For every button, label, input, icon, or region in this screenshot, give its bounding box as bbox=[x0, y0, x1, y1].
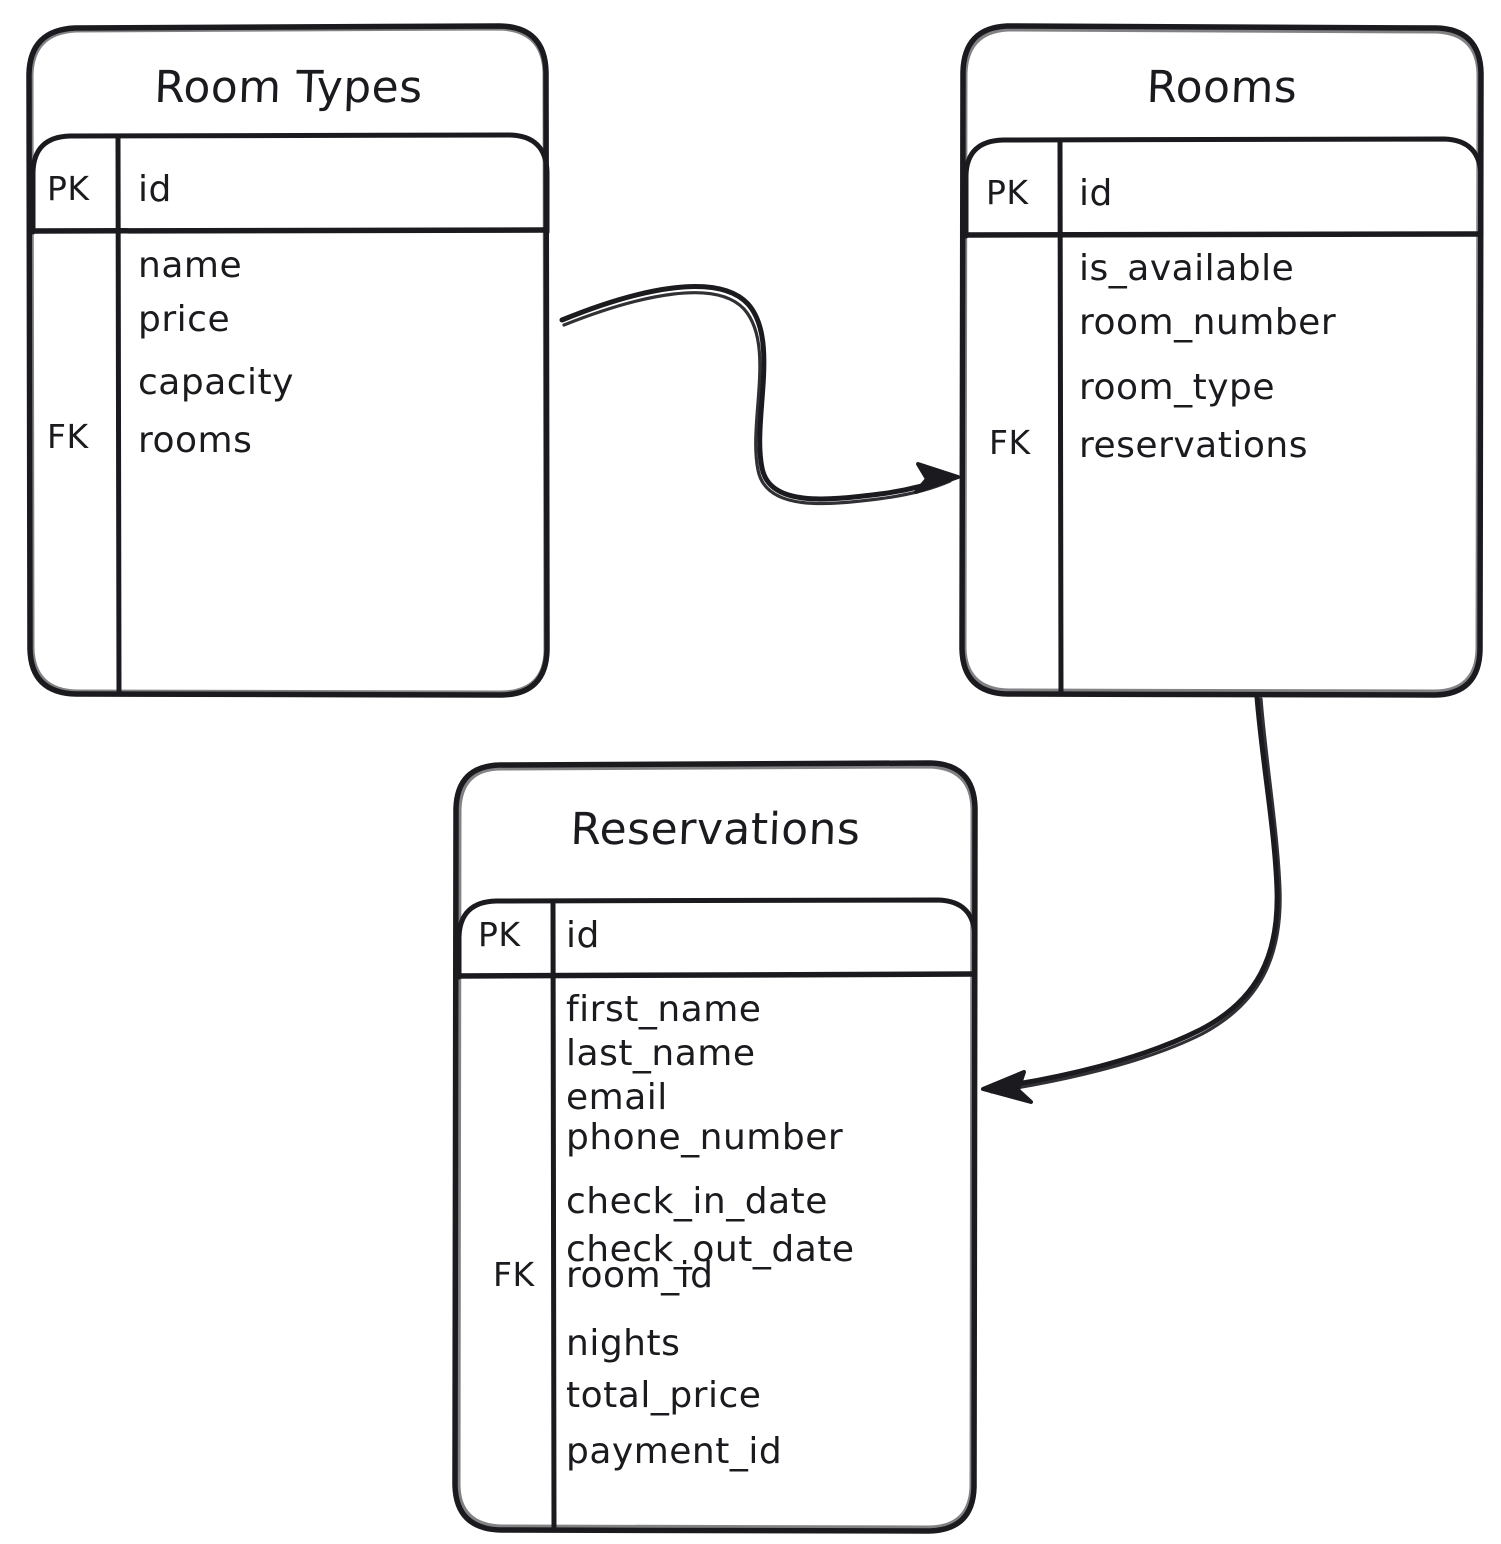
entity-rooms-column-divider bbox=[1057, 138, 1064, 697]
entity-reservations-field-1: last_name bbox=[566, 1033, 756, 1074]
entity-room-types-field-2: capacity bbox=[138, 362, 294, 403]
entity-reservations-field-8: total_price bbox=[566, 1375, 762, 1416]
relationship-rooms-to-reservations[interactable] bbox=[981, 694, 1282, 1104]
entity-room-types-field-1: price bbox=[138, 299, 231, 340]
entity-room-types-outer-border-2 bbox=[30, 27, 547, 694]
entity-title-room-types: Room Types bbox=[153, 62, 424, 113]
relationship-room-types-to-rooms-line bbox=[559, 284, 953, 502]
relationship-room-types-to-rooms-line-2 bbox=[562, 291, 952, 506]
entity-room-types-pk-field: id bbox=[138, 169, 172, 210]
entity-room-types-outer-border bbox=[26, 23, 550, 698]
entity-rooms-field-0: is_available bbox=[1079, 248, 1295, 289]
relationship-rooms-to-reservations-line-2 bbox=[990, 697, 1282, 1094]
entity-reservations-outer-border-2 bbox=[457, 765, 974, 1529]
entity-reservations-outer-border bbox=[452, 760, 978, 1534]
relationship-rooms-to-reservations-arrowhead bbox=[981, 1070, 1033, 1104]
entity-room-types-pk-separator bbox=[28, 227, 548, 234]
entity-title-reservations: Reservations bbox=[569, 804, 862, 855]
entity-reservations-field-6: room_id bbox=[566, 1255, 714, 1296]
entity-reservations-field-2: email bbox=[566, 1077, 668, 1118]
entity-reservations-field-9: payment_id bbox=[566, 1431, 783, 1472]
entity-room-types-fk-badge: FK bbox=[47, 417, 89, 456]
entity-room-types-field-0: name bbox=[138, 245, 243, 286]
entity-room-types-pk-strip bbox=[30, 132, 550, 235]
entity-rooms-field-3: reservations bbox=[1079, 425, 1308, 466]
entity-room-types[interactable] bbox=[26, 23, 550, 698]
entity-rooms-pk-badge: PK bbox=[986, 173, 1029, 212]
entity-reservations-pk-field: id bbox=[566, 915, 600, 956]
entity-rooms-outer-border bbox=[959, 23, 1484, 698]
entity-reservations-column-divider bbox=[550, 899, 557, 1533]
relationship-room-types-to-rooms[interactable] bbox=[559, 284, 960, 506]
entity-room-types-field-3: rooms bbox=[138, 420, 253, 461]
entity-rooms-pk-field: id bbox=[1079, 173, 1113, 214]
entity-rooms-fk-badge: FK bbox=[989, 423, 1031, 462]
entity-room-types-column-divider bbox=[115, 134, 122, 697]
entity-title-rooms: Rooms bbox=[1145, 62, 1299, 113]
entity-rooms[interactable] bbox=[959, 23, 1484, 698]
entity-reservations-field-0: first_name bbox=[566, 989, 762, 1030]
entity-rooms-field-1: room_number bbox=[1079, 302, 1337, 343]
entity-room-types-pk-badge: PK bbox=[47, 169, 90, 208]
relationship-room-types-to-rooms-arrowhead bbox=[914, 462, 960, 494]
entity-rooms-pk-strip bbox=[963, 136, 1484, 239]
entity-reservations-pk-strip bbox=[456, 897, 978, 980]
entity-reservations-field-7: nights bbox=[566, 1323, 681, 1364]
entity-rooms-outer-border-2 bbox=[963, 28, 1480, 693]
relationship-rooms-to-reservations-line bbox=[989, 694, 1280, 1091]
entity-reservations-field-3: phone_number bbox=[566, 1117, 844, 1158]
entity-reservations-pk-separator bbox=[454, 971, 977, 979]
entity-reservations[interactable] bbox=[452, 760, 978, 1534]
entity-reservations-fk-badge: FK bbox=[493, 1255, 535, 1294]
entity-rooms-field-2: room_type bbox=[1079, 367, 1276, 408]
entity-reservations-field-4: check_in_date bbox=[566, 1181, 828, 1222]
entity-reservations-field-5: check_out_date bbox=[566, 1229, 855, 1270]
entity-reservations-pk-badge: PK bbox=[478, 915, 521, 954]
entity-rooms-pk-separator bbox=[961, 231, 1483, 238]
